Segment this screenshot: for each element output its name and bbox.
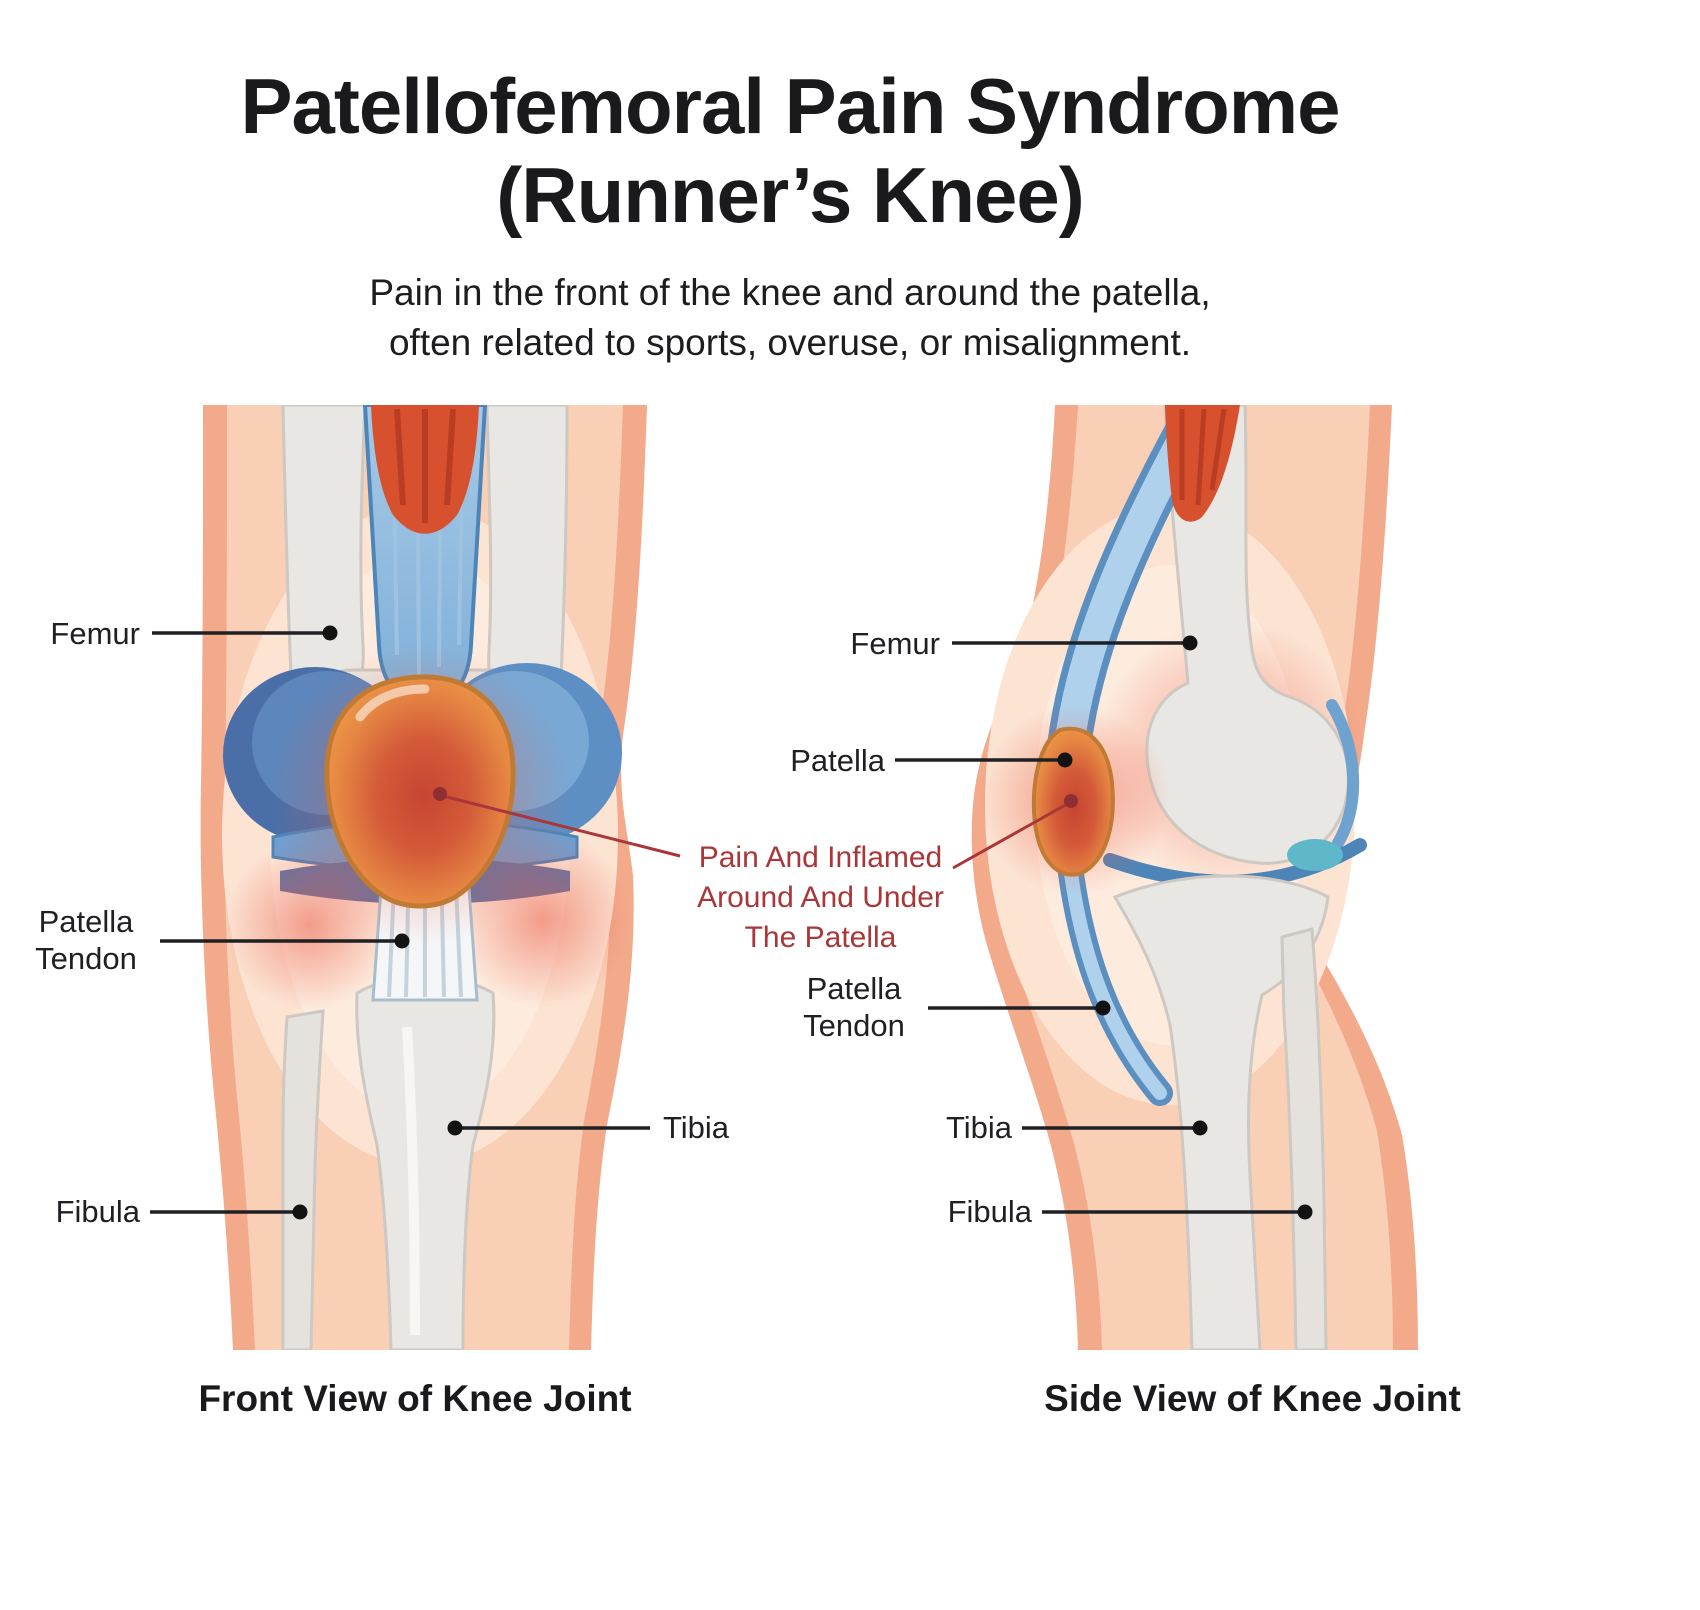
tibia-bone (355, 975, 496, 1350)
fibula-bone-side (1280, 927, 1328, 1350)
page-title-line2: (Runner’s Knee) (496, 150, 1084, 239)
side-knee-illustration (971, 405, 1418, 1350)
page-subtitle: Pain in the front of the knee and around… (90, 268, 1490, 368)
page-subtitle-line2: often related to sports, overuse, or mis… (388, 321, 1192, 363)
page-title: Patellofemoral Pain Syndrome (Runner’s K… (90, 62, 1490, 240)
patella-highlight (355, 684, 430, 722)
cartilage-posterior (1326, 699, 1360, 849)
label-femur-front: Femur (50, 616, 140, 651)
page-subtitle-line1: Pain in the front of the knee and around… (369, 272, 1211, 313)
annotation-line1: Pain And Inflamed (698, 841, 943, 874)
tibia-bone-side (1112, 874, 1330, 1350)
label-patella-tendon-front-line1: Patella (38, 904, 134, 939)
label-fibula-front: Fibula (55, 1194, 140, 1229)
page-title-line1: Patellofemoral Pain Syndrome (240, 62, 1340, 150)
front-knee-illustration (200, 405, 647, 1350)
fibula-bone (281, 1009, 325, 1350)
patella-shape (324, 674, 516, 909)
cartilage-teal-wedge (1287, 839, 1343, 871)
tibia-highlight (402, 1026, 420, 1336)
quadriceps-muscle-fibers (394, 408, 456, 523)
label-patella-tendon-side-line1: Patella (806, 971, 902, 1006)
label-patella-tendon-front-line2: Tendon (35, 941, 137, 976)
caption-side-view: Side View of Knee Joint (1044, 1378, 1461, 1419)
label-fibula-side: Fibula (947, 1194, 1032, 1229)
label-tibia-side: Tibia (945, 1110, 1012, 1145)
annotation-line3: The Patella (744, 921, 897, 954)
caption-front-view: Front View of Knee Joint (198, 1378, 632, 1419)
quadriceps-muscle-side-fibers (1179, 408, 1227, 506)
annotation-pain-inflamed: Pain And Inflamed Around And Under The P… (668, 838, 973, 958)
label-femur-side: Femur (850, 626, 940, 661)
label-patella-tendon-side: Patella Tendon (790, 970, 918, 1044)
label-tibia-front: Tibia (663, 1110, 730, 1145)
patella-shape-side (1031, 726, 1115, 877)
label-patella-tendon-side-line2: Tendon (803, 1008, 905, 1043)
label-patella-side: Patella (790, 743, 885, 778)
label-patella-tendon-front: Patella Tendon (22, 903, 150, 977)
annotation-line2: Around And Under (697, 881, 944, 914)
